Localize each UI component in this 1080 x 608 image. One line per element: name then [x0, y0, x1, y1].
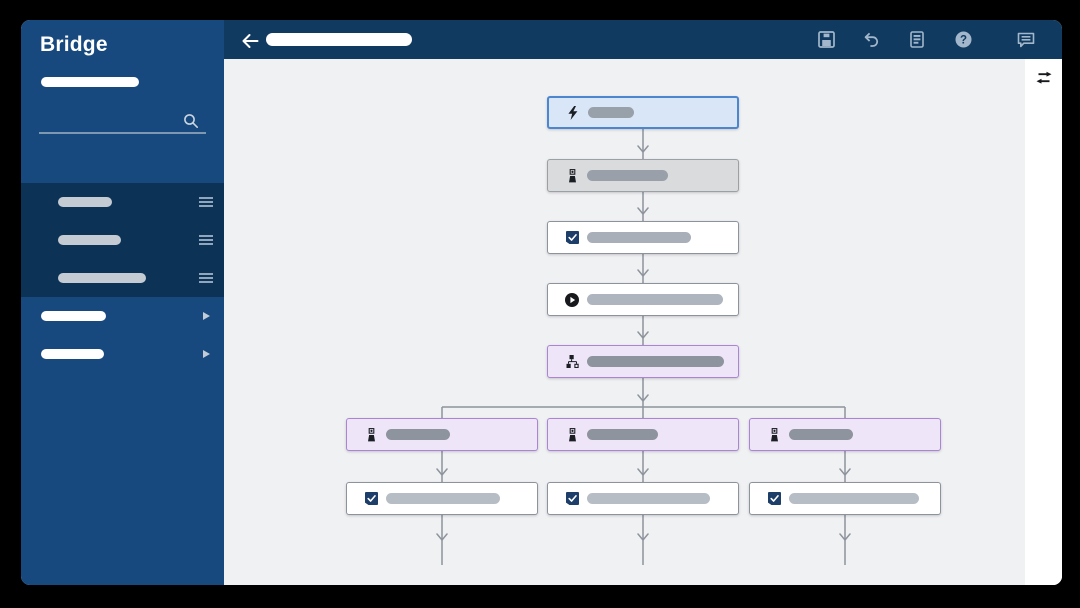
- flow-node-user-task-b[interactable]: [547, 418, 739, 451]
- checkbox-icon: [364, 492, 378, 506]
- document-icon: [910, 31, 924, 51]
- right-rail: [1025, 59, 1062, 585]
- person-icon: [364, 427, 378, 442]
- node-label-skeleton: [587, 429, 658, 440]
- item-label-skeleton: [58, 273, 146, 283]
- app-window: Bridge ?: [21, 20, 1062, 585]
- sidebar-active-section: [21, 183, 224, 297]
- checkbox-icon: [767, 492, 781, 506]
- sidebar-heading-skeleton: [41, 77, 139, 87]
- svg-text:?: ?: [959, 35, 966, 47]
- help-icon: ?: [955, 31, 972, 51]
- workflow-canvas[interactable]: [224, 59, 1062, 585]
- save-button[interactable]: [812, 27, 840, 55]
- document-button[interactable]: [903, 27, 931, 55]
- person-icon: [565, 427, 579, 442]
- app-logo: Bridge: [40, 33, 108, 56]
- item-label-skeleton: [41, 349, 104, 359]
- back-button[interactable]: [236, 27, 264, 55]
- play-icon: [565, 292, 579, 307]
- undo-icon: [862, 32, 880, 51]
- chevron-right-icon: [203, 312, 210, 320]
- node-label-skeleton: [587, 170, 668, 181]
- person-icon: [565, 168, 579, 183]
- drag-handle-icon[interactable]: [199, 197, 213, 207]
- sidebar-item-2[interactable]: [21, 335, 224, 373]
- flow-node-approval-task-c[interactable]: [749, 482, 941, 515]
- lightning-icon: [566, 105, 580, 120]
- comment-icon: [1017, 32, 1035, 51]
- search-underline: [39, 132, 206, 134]
- flow-node-user-task-a[interactable]: [346, 418, 538, 451]
- search-icon[interactable]: [183, 113, 199, 129]
- sidebar-active-item-1[interactable]: [21, 183, 224, 221]
- item-label-skeleton: [58, 197, 112, 207]
- sidebar-item-1[interactable]: [21, 297, 224, 335]
- flow-node-parallel-branch[interactable]: [547, 345, 739, 378]
- page-title-skeleton: [266, 33, 412, 46]
- sidebar-active-item-2[interactable]: [21, 221, 224, 259]
- chevron-right-icon: [203, 350, 210, 358]
- sitemap-icon: [565, 355, 579, 369]
- node-label-skeleton: [386, 493, 500, 504]
- flow-node-approval-task-b[interactable]: [547, 482, 739, 515]
- item-label-skeleton: [41, 311, 106, 321]
- flow-node-start-trigger[interactable]: [547, 96, 739, 129]
- node-label-skeleton: [789, 429, 853, 440]
- node-label-skeleton: [789, 493, 919, 504]
- checkbox-icon: [565, 492, 579, 506]
- node-label-skeleton: [587, 294, 723, 305]
- person-icon: [767, 427, 781, 442]
- node-label-skeleton: [587, 232, 691, 243]
- flow-node-user-task-c[interactable]: [749, 418, 941, 451]
- toolbar: ?: [224, 20, 1062, 59]
- node-label-skeleton: [588, 107, 634, 118]
- sidebar-active-item-3[interactable]: [21, 259, 224, 297]
- comment-button[interactable]: [1012, 27, 1040, 55]
- flow-node-approval-task-a[interactable]: [346, 482, 538, 515]
- sidebar-section: [21, 297, 224, 373]
- drag-handle-icon[interactable]: [199, 235, 213, 245]
- flow-node-user-task[interactable]: [547, 159, 739, 192]
- sidebar: Bridge: [21, 20, 224, 585]
- undo-button[interactable]: [857, 27, 885, 55]
- save-icon: [817, 31, 835, 51]
- flow-connectors: [436, 129, 851, 565]
- flow-node-process[interactable]: [547, 283, 739, 316]
- drag-handle-icon[interactable]: [199, 273, 213, 283]
- flow-node-approval-task[interactable]: [547, 221, 739, 254]
- checkbox-icon: [565, 231, 579, 245]
- help-button[interactable]: ?: [949, 27, 977, 55]
- node-label-skeleton: [587, 356, 724, 367]
- swap-panel-button[interactable]: [1034, 68, 1054, 88]
- item-label-skeleton: [58, 235, 121, 245]
- node-label-skeleton: [386, 429, 450, 440]
- node-label-skeleton: [587, 493, 710, 504]
